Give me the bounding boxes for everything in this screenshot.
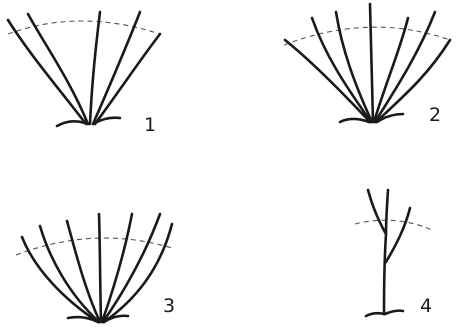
branch [90,12,100,124]
branch [386,190,388,234]
branch [95,34,160,124]
root-left [340,119,369,122]
figure-number-3: 3 [163,295,175,317]
figure-number-4: 4 [420,295,432,317]
figure-1: 1 [8,12,160,136]
crown-outline-1 [8,21,160,34]
branch [28,14,88,124]
branch [386,208,410,262]
branch [368,190,386,234]
branch [8,20,86,124]
root-left [366,313,384,316]
trunk [384,234,386,314]
branch [102,214,132,322]
figure-3: 3 [16,214,175,322]
branch [93,12,140,124]
figure-number-2: 2 [429,104,441,126]
branch [99,214,101,322]
crown-outline-4 [355,220,432,230]
root-left [57,121,85,126]
root-right [385,311,403,314]
figure-number-1: 1 [144,114,156,136]
branch [370,4,373,122]
figure-4: 4 [355,190,432,317]
figure-2: 2 [284,4,450,126]
branch [103,214,160,322]
